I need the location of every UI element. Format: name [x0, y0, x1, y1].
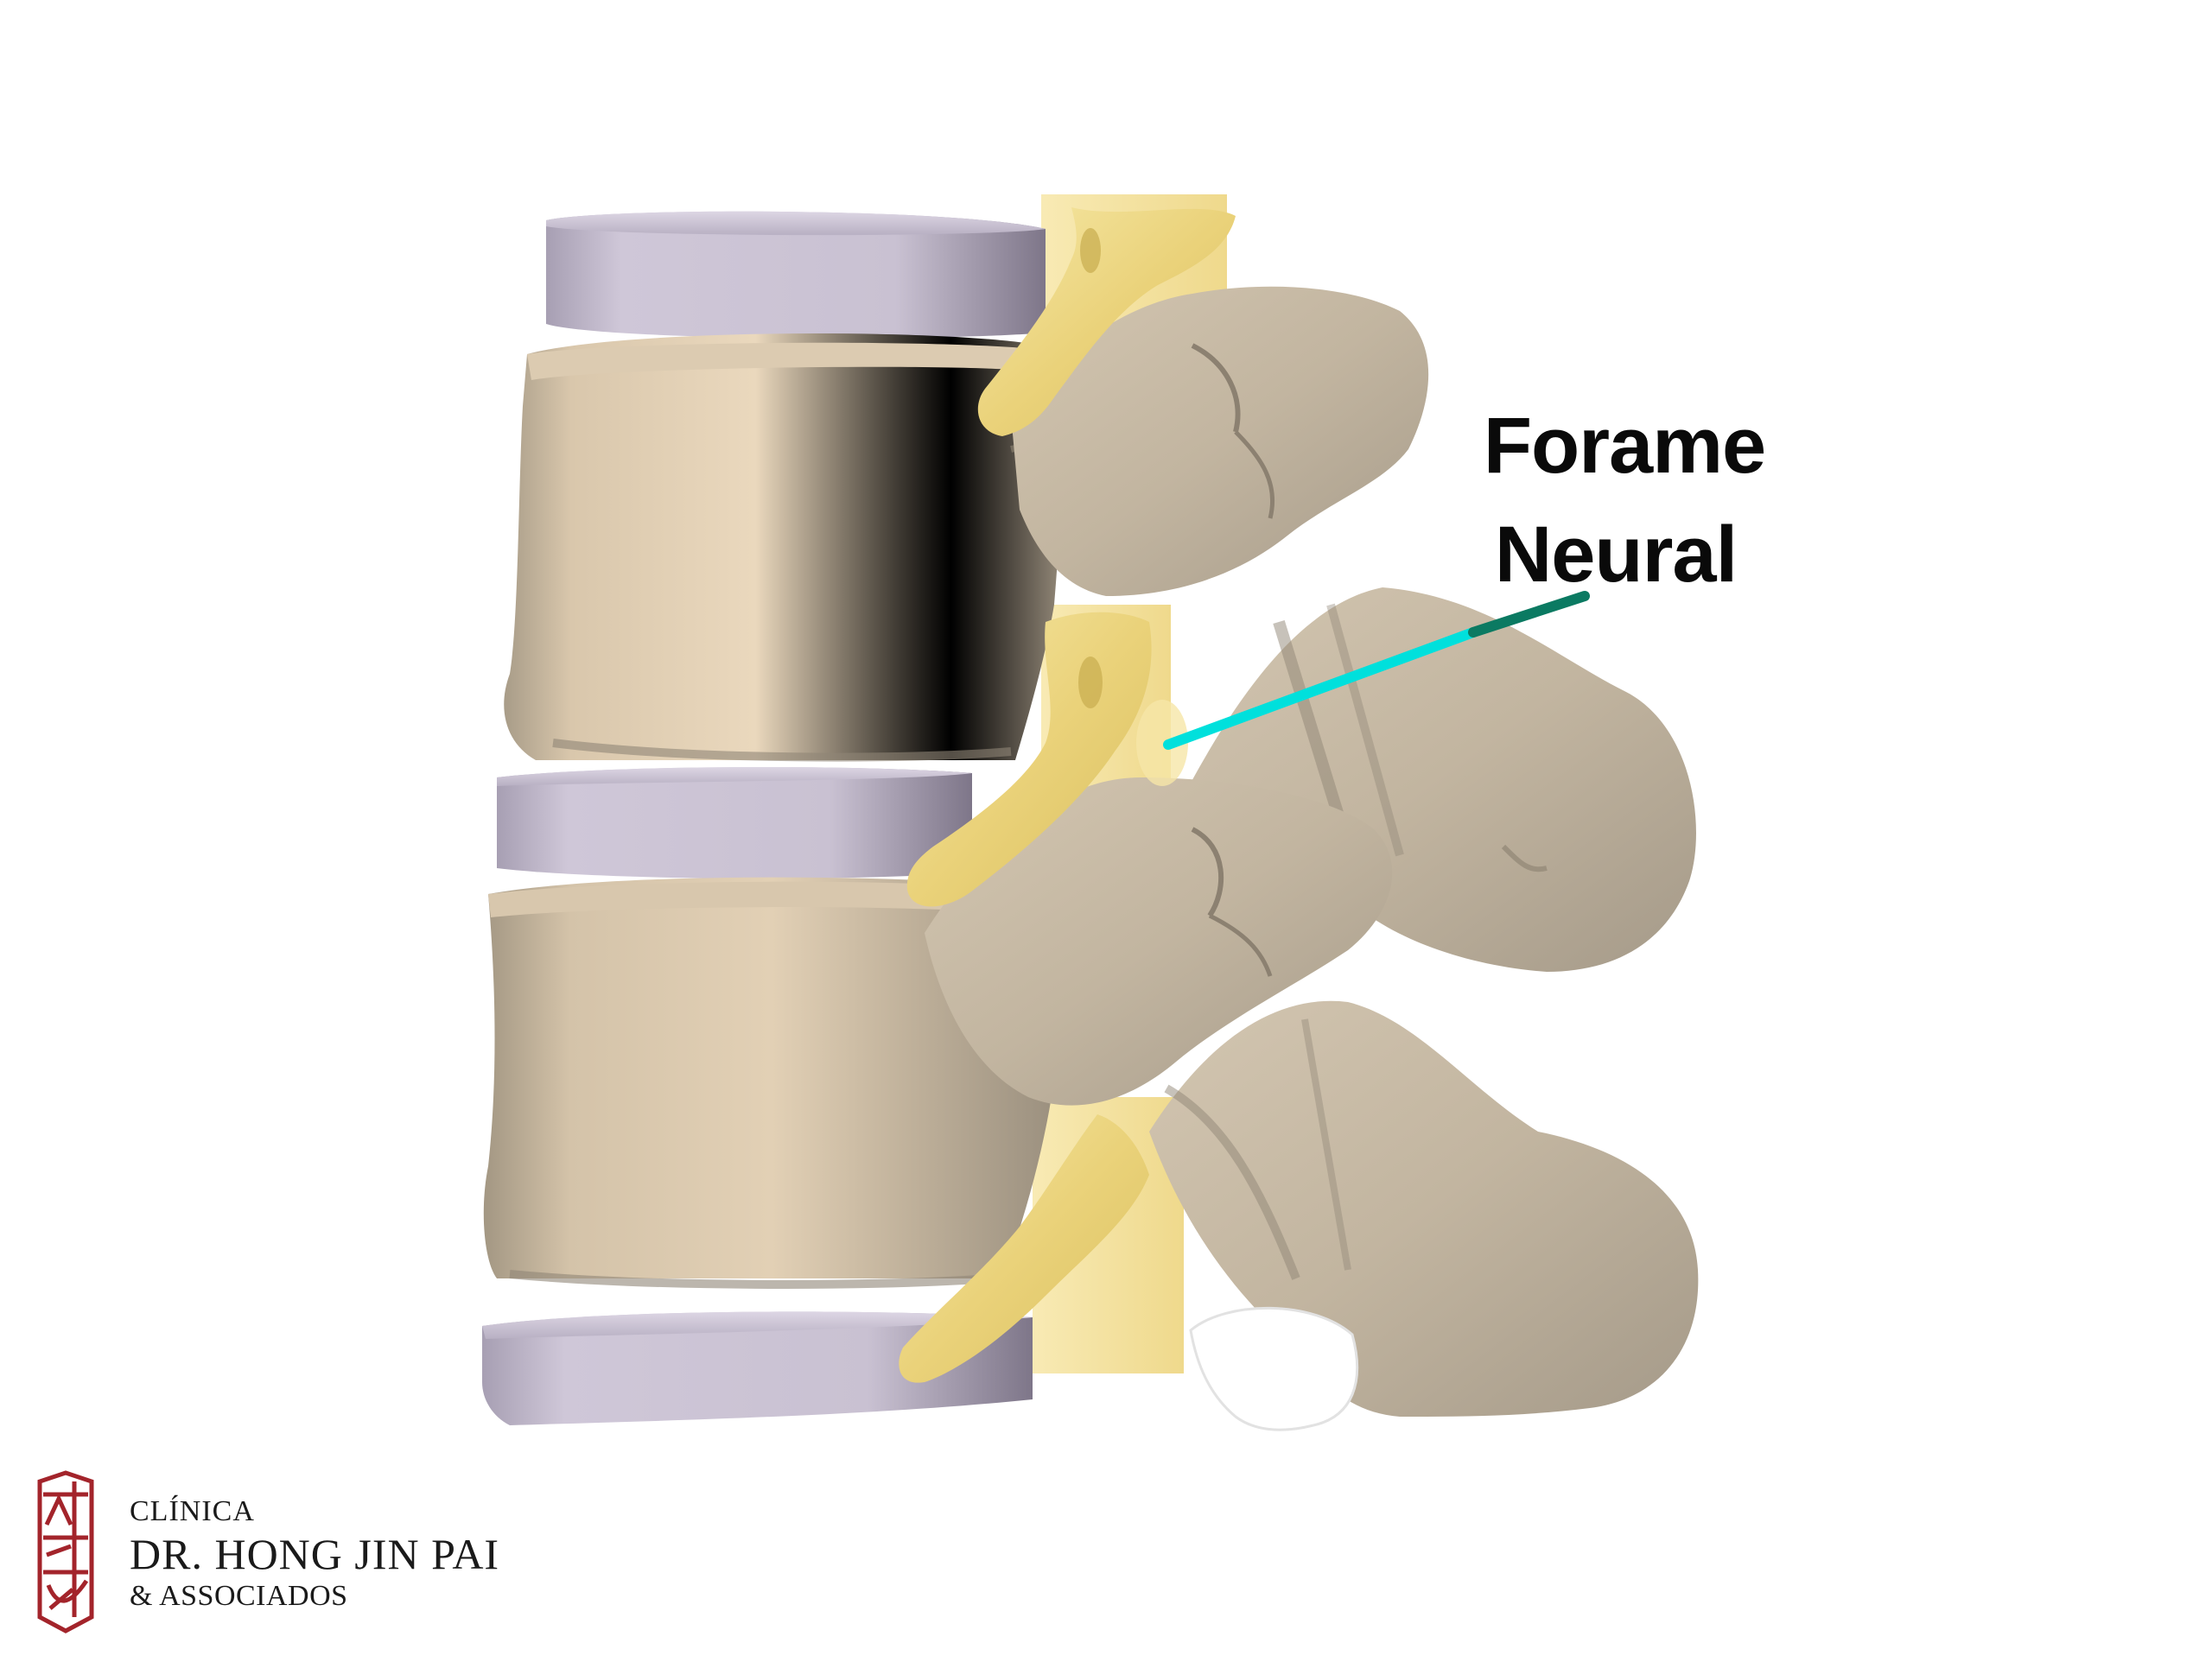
- lower-nerve-root: [899, 1114, 1149, 1383]
- logo-line-associados: & ASSOCIADOS: [130, 1580, 348, 1612]
- lower-vertebral-body: [483, 877, 1060, 1289]
- lower-intervertebral-disc: [482, 1311, 1033, 1425]
- label-pointer-line: [1163, 591, 1590, 750]
- middle-nerve-root: [906, 612, 1152, 907]
- middle-intervertebral-disc: [497, 767, 972, 879]
- facet-cartilage: [1189, 1306, 1359, 1431]
- logo-line-clinica: CLÍNICA: [130, 1495, 255, 1527]
- lower-facet-joint: [925, 777, 1393, 1106]
- neural-foramen: [1136, 700, 1188, 786]
- label-neural: Neural: [1494, 511, 1738, 599]
- upper-facet-joint: [1011, 286, 1429, 596]
- upper-nerve-root: [977, 207, 1236, 436]
- upper-intervertebral-disc: [546, 211, 1046, 339]
- logo-line-doctor-name: DR. HONG JIN PAI: [130, 1530, 500, 1578]
- label-forame: Forame: [1483, 402, 1766, 490]
- clinic-emblem-icon: [37, 1470, 94, 1633]
